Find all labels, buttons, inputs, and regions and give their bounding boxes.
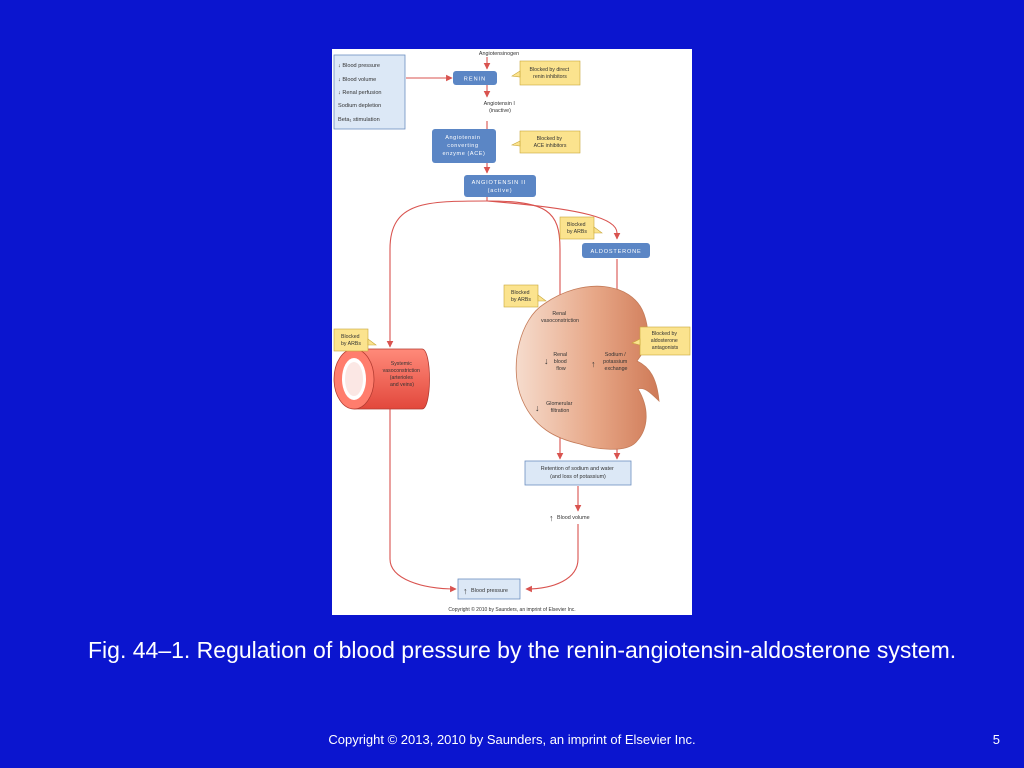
- systemic-vasoconstriction-label: Systemic vasoconstriction (arterioles an…: [383, 361, 422, 388]
- renal-blood-flow-arrow: ↓: [544, 356, 549, 366]
- angiotensin-i-label: Angiotensin I (inactive): [484, 101, 517, 114]
- aldosterone-label: ALDOSTERONE: [590, 249, 641, 255]
- blocked-aldosterone-antagonists-text: Blocked by aldosterone antagonists: [651, 331, 680, 351]
- stimulus-line: Sodium depletion: [338, 103, 381, 109]
- retention-box: [524, 460, 632, 486]
- stimulus-line: ↓ Blood volume: [338, 77, 376, 83]
- blood-volume-label: Blood volume: [557, 515, 590, 521]
- kidney-illustration: [515, 285, 660, 450]
- blood-vessel-illustration: [333, 348, 430, 410]
- angiotensinogen-label: Angiotensinogen: [479, 51, 519, 57]
- blocked-renin-note: [519, 60, 581, 86]
- renal-vasoconstriction-label: Renal vasoconstriction: [541, 311, 579, 324]
- blocked-ace-note: [519, 130, 581, 154]
- sodium-potassium-label: Sodium / potassium exchange: [603, 352, 629, 372]
- blocked-arbs-systemic-note: [333, 328, 369, 352]
- renal-blood-flow-label: Renal blood flow: [553, 352, 568, 372]
- blocked-renin-text: Blocked by direct renin inhibitors: [530, 67, 571, 80]
- renin-box: [453, 71, 497, 85]
- blocked-arbs-systemic-text: Blocked by ARBs: [341, 334, 361, 347]
- angiotensin-ii-box: [464, 175, 536, 197]
- footer-copyright: Copyright © 2013, 2010 by Saunders, an i…: [328, 732, 696, 747]
- figure-copyright: Copyright © 2010 by Saunders, an imprint…: [448, 606, 575, 613]
- blood-pressure-arrow: ↑: [463, 586, 468, 596]
- renin-label: RENIN: [464, 77, 486, 83]
- blocked-ace-text: Blocked by ACE inhibitors: [534, 136, 567, 149]
- stimulus-line: Beta₁ stimulation: [338, 117, 380, 123]
- blocked-arbs-renal-text: Blocked by ARBs: [511, 290, 531, 303]
- sodium-potassium-arrow: ↑: [591, 359, 596, 369]
- retention-label: Retention of sodium and water (and loss …: [541, 466, 616, 480]
- stimulus-box: [333, 54, 406, 130]
- blocked-aldosterone-antagonists-note: [639, 326, 691, 356]
- blocked-arbs-aldosterone-text: Blocked by ARBs: [567, 222, 587, 235]
- blood-pressure-box: [457, 578, 521, 600]
- figure-caption: Fig. 44–1. Regulation of blood pressure …: [88, 637, 957, 663]
- aldosterone-box: [582, 243, 650, 258]
- slide-number: 5: [992, 732, 1000, 747]
- blood-volume-arrow: ↑: [549, 513, 554, 523]
- stimulus-line: ↓ Blood pressure: [338, 63, 380, 69]
- stimulus-line: ↓ Renal perfusion: [338, 90, 382, 96]
- glomerular-filtration-arrow: ↓: [535, 403, 540, 413]
- ace-label: Angiotensin converting enzyme (ACE): [443, 135, 486, 157]
- blocked-arbs-renal-note: [503, 284, 539, 308]
- raas-diagram: ↓ Blood pressure ↓ Blood volume ↓ Renal …: [332, 49, 692, 615]
- blocked-arbs-aldosterone-note: [559, 216, 595, 240]
- angiotensin-ii-label: ANGIOTENSIN II (active): [472, 180, 529, 194]
- glomerular-filtration-label: Glomerular filtration: [546, 401, 574, 414]
- blood-pressure-label: Blood pressure: [471, 588, 508, 594]
- stimulus-list: ↓ Blood pressure ↓ Blood volume ↓ Renal …: [338, 63, 382, 123]
- ace-box: [432, 129, 496, 163]
